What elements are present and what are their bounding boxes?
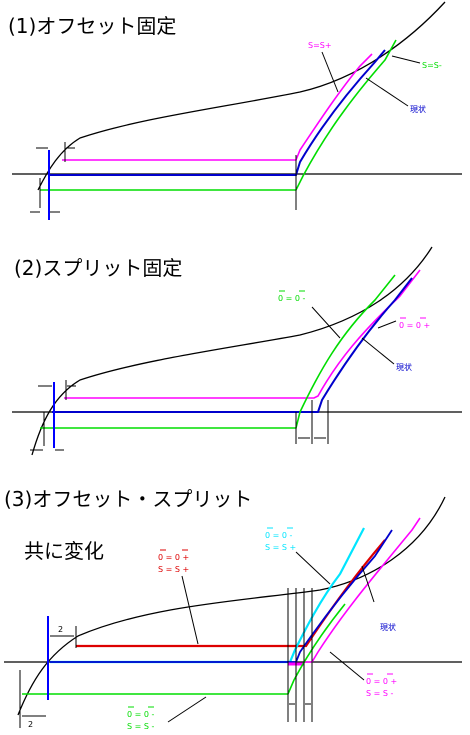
panel2-leader	[361, 337, 395, 365]
panel1-label-splus: S=S+	[308, 41, 332, 50]
panel2-black-curve	[31, 246, 433, 456]
panel3-green-path	[22, 603, 346, 695]
panel1-leader	[391, 55, 421, 64]
panel1-blue-path	[48, 49, 386, 176]
panel3-dim-top: 2	[58, 625, 63, 634]
panel2-leader	[311, 306, 341, 339]
panel2-label-oplus: 0 = 0 +	[399, 321, 430, 330]
panel2-label-current: 現状	[396, 362, 412, 372]
panel3-label-red-o: 0 = 0 +	[158, 553, 189, 562]
panel-offset-fixed: (1)オフセット固定 S=S+ S=S- 現状	[8, 1, 462, 220]
panel3-red-path	[76, 539, 386, 648]
panel3-leader	[181, 575, 199, 645]
panel2-label-ominus: 0 = 0 -	[278, 294, 306, 303]
panel3-label-cyan-s: S = S +	[265, 543, 296, 552]
panel3-dim-bottom: 2	[28, 720, 33, 729]
panel3-label-red-s: S = S +	[158, 565, 189, 574]
panel2-leader	[377, 320, 397, 329]
panel1-magenta-path	[62, 53, 373, 161]
panel1-leader	[321, 51, 339, 93]
panel1-green-path	[40, 39, 397, 191]
panel3-leader	[295, 551, 331, 585]
panel1-leader	[365, 77, 409, 107]
panel-offset-split-change: (3)オフセット・スプリット 共に変化 2 2 0 =	[4, 487, 462, 731]
panel3-leader	[361, 565, 375, 603]
panel1-title: (1)オフセット固定	[8, 14, 176, 38]
panel3-label-green-s: S = S -	[127, 722, 154, 731]
panel-split-fixed: (2)スプリット固定 0 = 0 - 0 = 0 + 現状	[12, 246, 462, 456]
panel3-label-green-o: 0 = 0 -	[127, 710, 155, 719]
panel1-label-sminus: S=S-	[422, 61, 442, 70]
panel3-label-cyan-o: 0 = 0 -	[265, 531, 293, 540]
panel1-label-current: 現状	[410, 104, 426, 114]
panel3-magenta-path	[304, 517, 421, 663]
panel3-label-mag-s: S = S -	[366, 689, 393, 698]
panel3-title-line2: 共に変化	[24, 539, 104, 563]
panel3-label-current: 現状	[380, 622, 396, 632]
panel2-title: (2)スプリット固定	[14, 256, 182, 280]
panel2-green-path	[40, 274, 396, 429]
panel3-leader	[167, 696, 207, 723]
panel2-blue-path	[52, 277, 413, 413]
panel3-leader	[329, 651, 365, 681]
panel3-label-mag-o: 0 = 0 +	[366, 677, 397, 686]
panel3-title-line1: (3)オフセット・スプリット	[4, 487, 252, 511]
panel3-blue-path	[50, 529, 393, 663]
